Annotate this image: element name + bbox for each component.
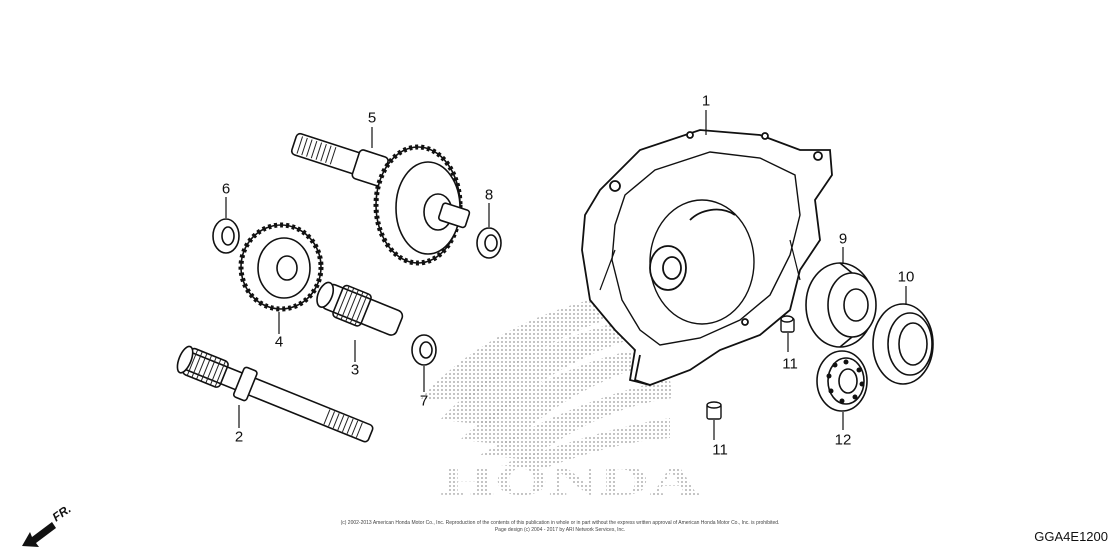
callout-3: 3 [350,361,360,379]
part-5-countershaft-gear [290,132,471,266]
callout-6: 6 [221,180,231,198]
callout-8: 8 [484,186,494,204]
figure-code: GGA4E1200 [1034,529,1108,544]
leader-lines [225,110,907,440]
copyright-line-1: (c) 2002-2013 American Honda Motor Co., … [340,520,780,526]
part-8-washer [476,227,502,259]
part-10-oil-seal [872,303,934,385]
part-7-washer [411,334,437,366]
callout-11b: 11 [712,441,728,459]
honda-wing-watermark [420,290,672,470]
part-11-dowel-pin-a [780,315,795,333]
callout-2: 2 [234,428,244,446]
callout-7: 7 [419,392,429,410]
copyright-line-2: Page design (c) 2004 - 2017 by ARI Netwo… [494,527,626,533]
watermark-text: HONDA [440,459,701,505]
part-4-gear [238,222,324,312]
copyright-notice: (c) 2002-2013 American Honda Motor Co., … [310,520,810,534]
callout-10: 10 [897,268,915,286]
part-3-gear-shaft [316,281,404,336]
callout-9: 9 [838,230,848,248]
callout-5: 5 [367,109,377,127]
callout-4: 4 [274,333,284,351]
part-1-transmission-case [581,129,833,386]
callout-1: 1 [701,92,711,110]
callout-12: 12 [834,431,852,449]
part-9-bearing [805,262,877,348]
callout-11a: 11 [782,355,798,373]
part-2-final-shaft [176,345,374,443]
part-12-bearing [816,350,868,412]
front-direction-arrow-icon [22,522,56,547]
honda-text-watermark: HONDA [440,459,701,505]
part-6-washer [212,218,240,254]
part-11-dowel-pin-b [706,401,722,420]
